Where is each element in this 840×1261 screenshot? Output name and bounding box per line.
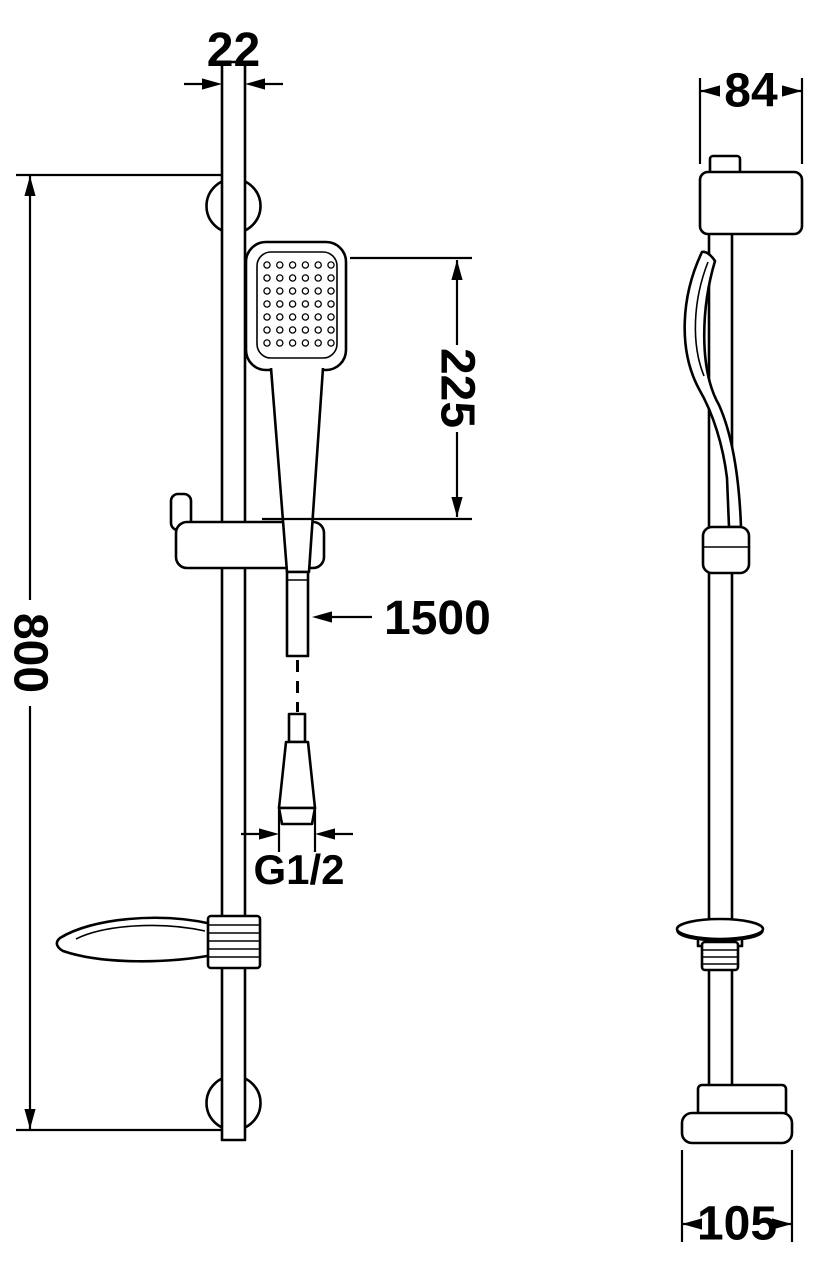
dim-upper-bracket-width-value: 84 (724, 65, 778, 118)
soap-dish-side (675, 917, 765, 972)
dim-handset-height: 225 (262, 256, 484, 521)
dish-mount (700, 940, 740, 972)
spray-nozzle-dot (301, 313, 310, 321)
dim-rail-length-value: 800 (4, 613, 57, 693)
spray-nozzle-dot (301, 326, 310, 334)
spray-nozzle-dot (327, 326, 335, 334)
hand-shower (244, 240, 348, 574)
spray-nozzle-dot (263, 287, 271, 295)
spray-nozzle-dot (276, 300, 284, 308)
dim-hose-length: 1500 (312, 592, 491, 645)
spray-nozzle-dot (263, 300, 271, 308)
spray-nozzle-dot (314, 274, 322, 282)
arrow-left-icon (312, 611, 332, 623)
dim-thread-size: G1/2 (241, 810, 353, 893)
arrow-right-icon (259, 828, 279, 840)
spray-nozzle-dot (301, 339, 310, 347)
upper-bracket-body (698, 170, 804, 236)
spray-nozzle-dot (314, 339, 322, 347)
soap-dish-mount (206, 914, 262, 970)
hand-shower-profile (683, 250, 751, 575)
arrow-left-icon (700, 85, 720, 97)
side-view: 84 105 (675, 65, 804, 1251)
arrow-up-icon (451, 260, 463, 280)
spray-nozzle-dot (288, 326, 297, 334)
spray-nozzle-dot (263, 339, 271, 347)
lower-bracket-lip (680, 1111, 794, 1145)
hose-connector (285, 570, 310, 658)
spray-nozzle-dot (288, 339, 297, 347)
spray-nozzle-dot (288, 287, 297, 295)
dim-lower-bracket-width-value: 105 (697, 1198, 777, 1251)
holder-side (701, 525, 751, 575)
dim-rail-width: 22 (184, 24, 283, 90)
spray-nozzle-dot (301, 300, 310, 308)
spray-nozzle-dot (276, 326, 284, 334)
spray-nozzle-dot (276, 313, 284, 321)
spray-face (256, 251, 338, 359)
soap-dish (55, 914, 262, 970)
spray-nozzle-dot (288, 261, 297, 269)
spray-nozzle-dot (276, 261, 284, 269)
spray-nozzle-dot (314, 326, 322, 334)
dim-thread-size-value: G1/2 (253, 846, 344, 893)
arrow-down-icon (24, 1109, 36, 1129)
arrow-left-icon (245, 78, 265, 90)
dim-lower-bracket-width: 105 (680, 1150, 794, 1251)
lower-bracket-side (680, 1083, 794, 1145)
spray-nozzle-dot (276, 274, 284, 282)
arrow-right-icon (782, 85, 802, 97)
dish-rim (675, 917, 765, 941)
spray-nozzle-dot (276, 339, 284, 347)
dim-rail-width-value: 22 (207, 24, 260, 77)
arrow-down-icon (451, 497, 463, 517)
front-view: 22 800 225 1500 (4, 24, 491, 1142)
spray-nozzle-dot (288, 300, 297, 308)
arrow-right-icon (772, 1218, 792, 1230)
hose-nut-base (277, 806, 317, 826)
spray-nozzle-dot (301, 261, 310, 269)
spray-nozzle-dot (263, 274, 271, 282)
dim-hose-length-value: 1500 (384, 592, 491, 645)
hose-neck (287, 712, 307, 744)
spray-nozzle-dot (276, 287, 284, 295)
spray-nozzles (263, 261, 335, 347)
spray-nozzle-dot (327, 287, 335, 295)
spray-nozzle-dot (314, 261, 322, 269)
spray-nozzle-dot (288, 274, 297, 282)
slide-rail (220, 60, 247, 1142)
upper-bracket-side (698, 154, 804, 236)
spray-nozzle-dot (314, 313, 322, 321)
spray-nozzle-dot (263, 261, 271, 269)
spray-nozzle-dot (263, 326, 271, 334)
hose-nut-cone (277, 740, 317, 810)
arrow-left-icon (315, 828, 335, 840)
spray-nozzle-dot (301, 274, 310, 282)
shower-hose (277, 570, 317, 826)
spray-nozzle-dot (327, 274, 335, 282)
spray-nozzle-dot (288, 313, 297, 321)
spray-nozzle-dot (314, 287, 322, 295)
dim-handset-height-value: 225 (431, 348, 484, 428)
spray-nozzle-dot (301, 287, 310, 295)
arrow-right-icon (202, 78, 222, 90)
arrow-left-icon (682, 1218, 702, 1230)
arrow-up-icon (24, 176, 36, 196)
dim-upper-bracket-width: 84 (698, 65, 804, 164)
spray-nozzle-dot (263, 313, 271, 321)
spray-nozzle-dot (327, 261, 335, 269)
dim-rail-length: 800 (4, 173, 222, 1132)
spray-nozzle-dot (314, 300, 322, 308)
spray-nozzle-dot (327, 313, 335, 321)
spray-nozzle-dot (327, 300, 335, 308)
spray-nozzle-dot (327, 339, 335, 347)
